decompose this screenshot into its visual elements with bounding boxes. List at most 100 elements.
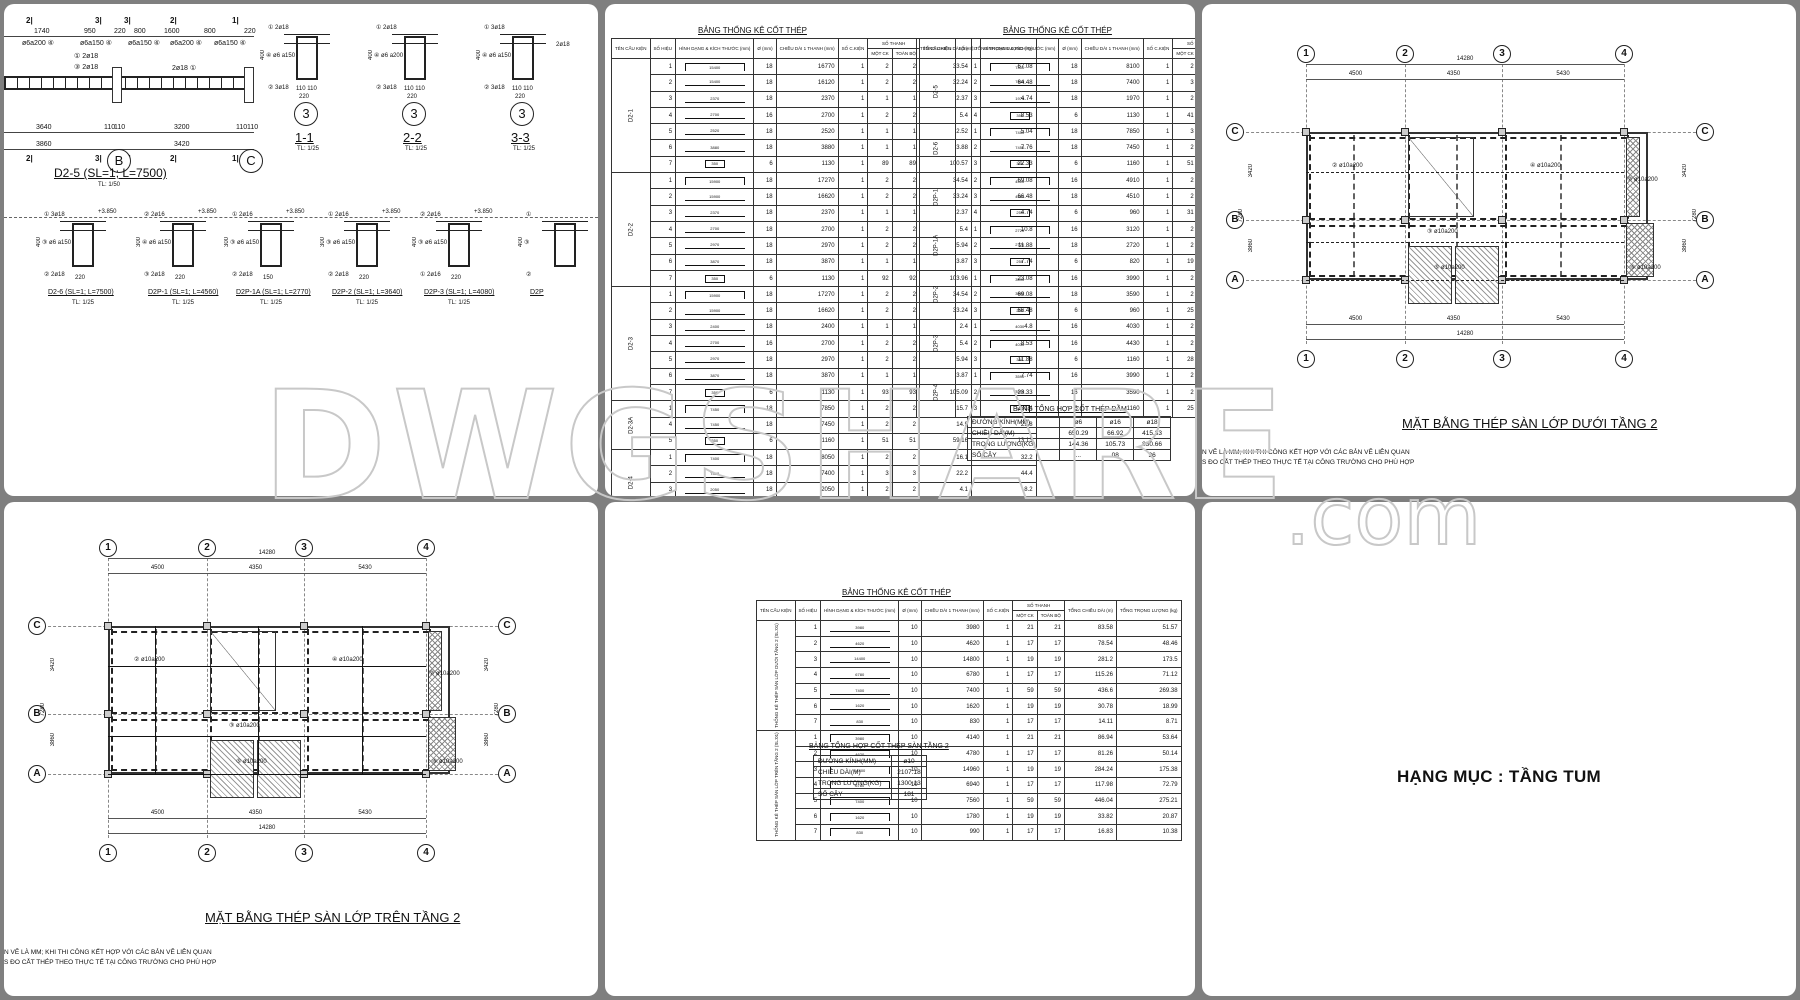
sub-dimension: 110 110 <box>404 86 425 92</box>
general-notes: N VẼ LÀ MM; KHI THI CÔNG KẾT HỢP VỚI CÁC… <box>1202 449 1415 466</box>
cell-one: 17 <box>1012 823 1038 841</box>
cell-len: 3590 <box>1080 286 1144 304</box>
section-outline <box>296 36 318 80</box>
cell-one: 89 <box>867 155 893 174</box>
cell-ck: 1 <box>1142 269 1174 288</box>
cell-ck: 1 <box>982 635 1014 653</box>
dimension-label: 110 <box>104 124 116 131</box>
cell-ck: 1 <box>982 808 1014 825</box>
cell-dia: 10 <box>898 651 922 669</box>
cell-all: 51 <box>891 432 920 451</box>
bar-shape-icon: 1970 <box>989 96 1050 103</box>
dimension-span: 5430 <box>304 565 426 580</box>
height-label: 400 <box>36 237 42 248</box>
dimension-vertical: 3420 <box>50 658 56 672</box>
cell-len: 3590 <box>1080 383 1144 402</box>
cell-ck: 1 <box>982 776 1014 794</box>
cell-len: 7400 <box>1080 74 1144 92</box>
cell-ck: 1 <box>837 74 869 92</box>
beam-line <box>307 629 309 771</box>
cell-ck: 1 <box>1142 335 1174 353</box>
bar-number: 5 <box>794 682 822 700</box>
cell-len: 3880 <box>775 139 839 157</box>
bar-number: 6 <box>794 808 822 825</box>
scale-label: TL: 1/25 <box>448 300 471 306</box>
cell-all: 89 <box>891 155 920 174</box>
dimension-label: 4500 <box>150 565 165 571</box>
cell-dia: 18 <box>753 139 777 157</box>
cell-one: 2 <box>867 400 893 418</box>
dimension-vertical: 3420 <box>484 658 490 672</box>
section-outline <box>72 223 94 267</box>
dimension-label: 4350 <box>248 810 263 816</box>
cell-one: 21 <box>1012 620 1038 637</box>
plan-title: MẶT BẰNG THÉP SÀN LỚP TRÊN TẦNG 2 <box>205 910 461 925</box>
bar-shape: 2720 <box>980 220 1060 239</box>
cell-len: 7850 <box>775 400 839 418</box>
cell-len: 3120 <box>1080 220 1144 239</box>
cell-dia: 10 <box>898 714 922 731</box>
slab-summary-title: BẢNG TỔNG HỢP CỐT THÉP SÀN TẦNG 2 <box>809 743 949 750</box>
bar-number: 3 <box>649 90 677 108</box>
dimension-label: 14280 <box>258 550 276 556</box>
bar-shape: 6780 <box>820 667 900 684</box>
height-label: 400 <box>412 237 418 248</box>
bar-shape-icon: 15400 <box>684 79 745 87</box>
bar-number: 7 <box>794 823 822 841</box>
bar-shape: 7400 <box>820 682 900 700</box>
cell-len: 1160 <box>1080 155 1144 174</box>
cell-tw: 20.87 <box>1115 808 1182 825</box>
bar-shape: 1970 <box>980 90 1060 108</box>
bar-shape-icon: 1620 <box>829 812 890 821</box>
cell-tlen: 33.82 <box>1063 808 1117 825</box>
cell-dia: 18 <box>1058 188 1082 206</box>
cell-tlen: 16.1 <box>918 449 972 467</box>
bar-number: 6 <box>794 698 822 716</box>
member-name: D2-6 <box>916 123 956 173</box>
cell-ck: 1 <box>1142 400 1174 418</box>
member-name: THỐNG KÊ THÉP SÀN LỚP DƯỚI TẦNG 2 (SL:01… <box>756 620 796 731</box>
sub-dimension: 110 110 <box>296 86 317 92</box>
cell-dia: 18 <box>1058 286 1082 304</box>
cell-one: 2 <box>1172 139 1195 157</box>
cell-one: 1 <box>867 123 893 141</box>
bar-shape: 350 <box>675 383 755 402</box>
bar-shape: 350 <box>675 269 755 288</box>
wc-area-hatch <box>1455 246 1499 304</box>
cell-tw: 50.14 <box>1115 745 1182 763</box>
top-bar-label: ① <box>526 212 532 218</box>
member-name: D2-2 <box>611 172 651 287</box>
cell-ck: 1 <box>837 139 869 157</box>
summary-value: 66.92 <box>1096 427 1135 439</box>
grid-bubble-A: A <box>498 765 516 783</box>
member-name: D2P-3 <box>916 319 956 369</box>
cell-one: 2 <box>1172 172 1195 190</box>
grid-bubble-B: B <box>1226 211 1244 229</box>
stirrup-label: ③ ø6 a150 <box>418 240 448 246</box>
cell-dia: 18 <box>753 123 777 141</box>
slab-flange <box>436 221 482 231</box>
grid-bubble-1: 1 <box>99 539 117 557</box>
summary-value: 36 <box>1133 449 1171 461</box>
cell-dia: 10 <box>898 620 922 637</box>
stirrup-label: ø6a150 ④ <box>214 40 246 47</box>
cell-dia: 6 <box>753 432 777 451</box>
cell-len: 2400 <box>775 318 839 337</box>
column <box>1498 216 1506 224</box>
summary-row: TRỌNG LƯỢNG(KG)1300.13 <box>812 777 927 789</box>
bar-shape-icon: 4620 <box>829 749 890 758</box>
cell-len: 1620 <box>920 698 984 716</box>
dimension-label: 950 <box>84 28 96 35</box>
stirrup-label: ③ ø6 a150 <box>326 240 356 246</box>
cell-one: 17 <box>1012 745 1038 763</box>
column-header: MỘT CK <box>1172 48 1195 59</box>
cell-tlen: 83.58 <box>1063 620 1117 637</box>
stirrup-label: ④ ø6 a150 <box>142 240 172 246</box>
column-header: SỐ THANH <box>1172 38 1195 49</box>
column-stub <box>244 67 254 103</box>
